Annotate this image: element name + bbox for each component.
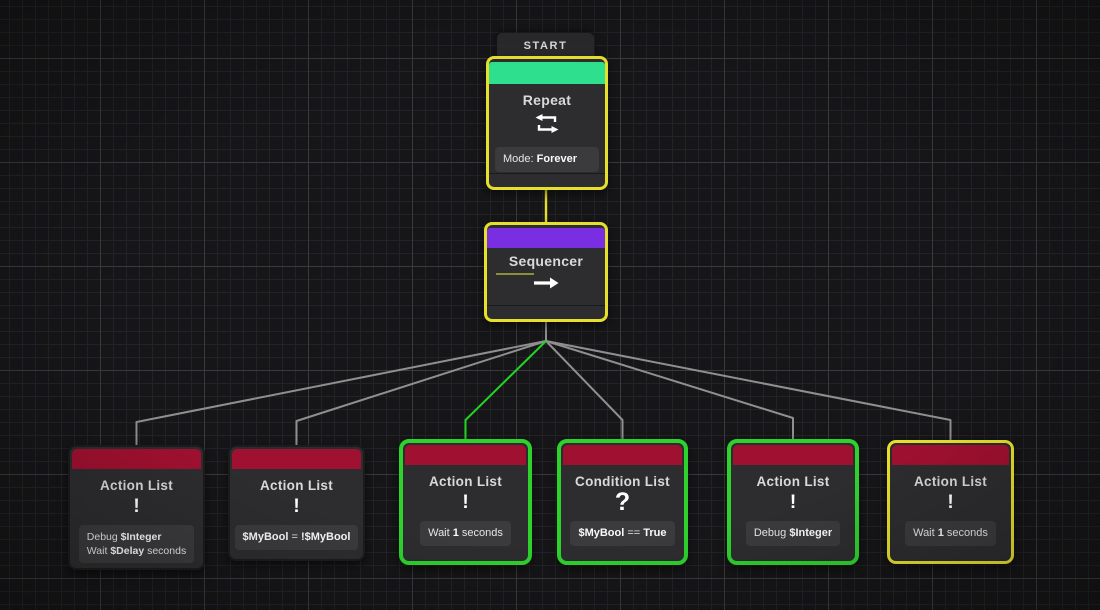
arrow-right-icon: [487, 275, 605, 296]
exclamation-icon: !: [789, 492, 797, 513]
exclamation-icon: !: [133, 496, 140, 517]
repeat-node[interactable]: Repeat Mode: Forever: [486, 56, 608, 190]
child-node-header: [232, 449, 361, 469]
child-node-header: [72, 449, 201, 469]
exclamation-icon: !: [462, 492, 469, 513]
child-node-task-box[interactable]: $MyBool = !$MyBool: [234, 525, 359, 550]
task-line: $MyBool = !$MyBool: [242, 531, 351, 543]
child-node-title: Action List: [99, 478, 174, 493]
sequencer-node-header: [487, 228, 605, 248]
repeat-node-header: [489, 62, 605, 84]
task-line: Wait 1 seconds: [428, 527, 503, 539]
child-node-title: Action List: [913, 474, 988, 489]
child-node-title: Action List: [756, 474, 830, 489]
exclamation-icon: !: [947, 492, 954, 513]
edge-sequencer-to-child-6: [545, 340, 952, 443]
start-tab-label: START: [523, 39, 568, 52]
child-node-4[interactable]: Condition List? $MyBool == True: [557, 439, 688, 565]
edge-sequencer-to-child-2: [295, 340, 547, 448]
child-node-title: Action List: [259, 478, 334, 493]
child-node-header: [405, 445, 526, 465]
repeat-mode-value: Forever: [536, 153, 577, 165]
child-node-title: Action List: [428, 474, 503, 489]
task-line: Debug $Integer: [86, 531, 162, 543]
edge-sequencer-to-child-1: [135, 340, 547, 448]
edge-sequencer-to-child-3: [464, 340, 547, 442]
child-node-6[interactable]: Action List! Wait 1 seconds: [887, 440, 1014, 564]
child-node-title: Condition List: [575, 474, 670, 489]
repeat-node-footer: [489, 173, 605, 187]
task-line: Wait 1 seconds: [913, 527, 988, 539]
child-node-2[interactable]: Action List! $MyBool = !$MyBool: [228, 445, 365, 561]
task-line: Debug $Integer: [753, 527, 833, 539]
repeat-mode-label: Mode:: [503, 153, 537, 165]
question-icon: ?: [614, 488, 631, 516]
start-tab: START: [497, 33, 594, 58]
child-node-3[interactable]: Action List! Wait 1 seconds: [399, 439, 532, 565]
sequencer-progress-line: [496, 273, 534, 275]
task-line: Wait $Delay seconds: [86, 545, 187, 557]
child-node-task-box[interactable]: $MyBool == True: [570, 521, 675, 546]
repeat-node-title: Repeat: [522, 92, 572, 108]
child-node-task-box[interactable]: Wait 1 seconds: [420, 521, 511, 546]
edge-sequencer-to-child-4: [545, 340, 624, 442]
child-node-header: [892, 445, 1009, 465]
child-node-task-box[interactable]: Debug $Integer: [745, 521, 841, 546]
child-node-header: [563, 445, 682, 465]
task-line: $MyBool == True: [578, 527, 667, 539]
child-node-header: [733, 445, 853, 465]
sequencer-node-title: Sequencer: [508, 253, 584, 269]
repeat-loop-icon: [489, 112, 605, 140]
repeat-mode-box[interactable]: Mode: Forever: [495, 147, 599, 172]
child-node-task-box[interactable]: Wait 1 seconds: [905, 521, 996, 546]
sequencer-node-footer: [487, 305, 605, 319]
exclamation-icon: !: [293, 496, 300, 517]
sequencer-node[interactable]: Sequencer: [484, 222, 608, 322]
child-node-5[interactable]: Action List! Debug $Integer: [727, 439, 859, 565]
edge-sequencer-to-child-5: [545, 340, 794, 442]
